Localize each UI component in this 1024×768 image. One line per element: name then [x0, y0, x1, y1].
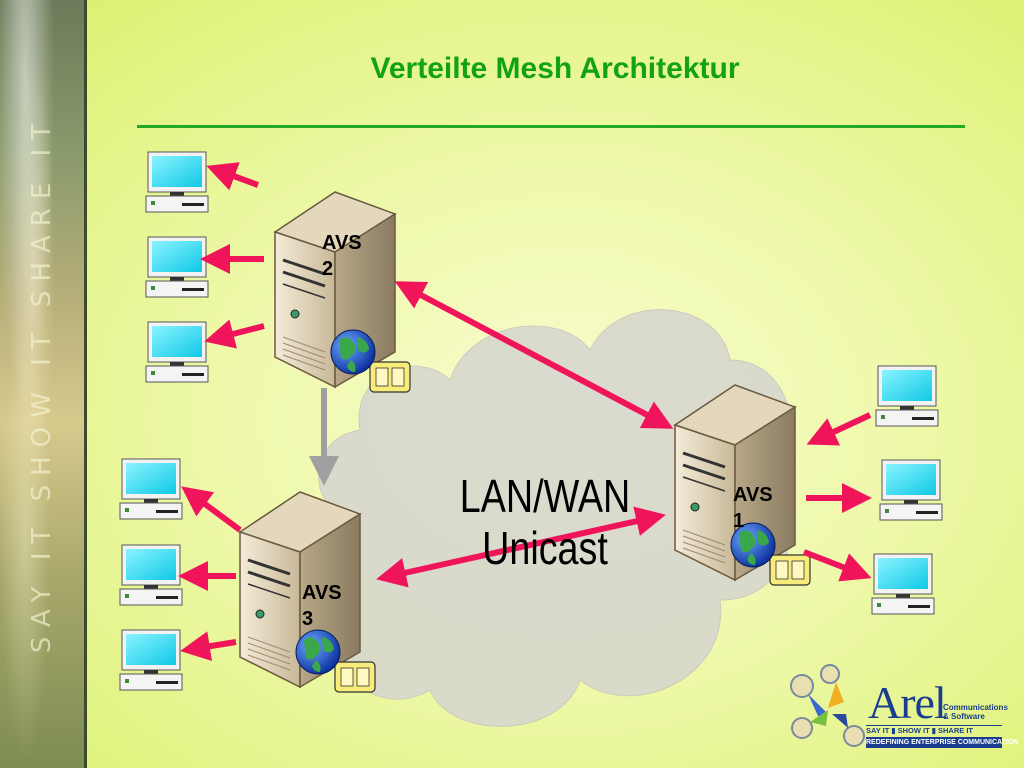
logo-tagline: REDEFINING ENTERPRISE COMMUNICATION — [866, 737, 1019, 748]
stream-arrows — [178, 162, 872, 662]
server-label-avs3: AVS 3 — [302, 580, 342, 632]
server-avs2-icon — [273, 190, 412, 394]
server-label-number: 3 — [302, 608, 314, 630]
workstation-icon — [145, 151, 209, 213]
cloud-label: LAN/WAN Unicast — [451, 470, 640, 574]
server-label-text: AVS — [733, 484, 773, 506]
cloud-label-line2: Unicast — [482, 522, 608, 574]
server-label-avs2: AVS 2 — [322, 230, 362, 282]
server-label-number: 2 — [322, 258, 334, 280]
logo-subtitle: Communications — [943, 703, 1008, 712]
title-divider — [137, 125, 965, 128]
slide-title: Verteilte Mesh Architektur — [370, 52, 740, 85]
workstation-icon — [119, 629, 183, 691]
workstation-icon — [879, 459, 943, 521]
logo-subtitle: & Software — [943, 712, 985, 721]
workstation-icon — [119, 458, 183, 520]
sidebar-photo — [0, 0, 84, 768]
server-label-text: AVS — [302, 582, 342, 604]
cloud-label-line1: LAN/WAN — [459, 470, 631, 522]
server-label-number: 1 — [733, 510, 745, 532]
server-label-avs1: AVS 1 — [733, 482, 773, 534]
workstation-icon — [119, 544, 183, 606]
arel-logo-mark — [790, 664, 865, 747]
workstation-icon — [145, 321, 209, 383]
logo-name: Arel — [868, 677, 947, 728]
workstation-icon — [145, 236, 209, 298]
workstation-icon — [875, 365, 939, 427]
sidebar-photo-strip: SAY IT SHOW IT SHARE IT — [0, 0, 87, 768]
workstation-icon — [871, 553, 935, 615]
logo-slogan: SAY IT ▮ SHOW IT ▮ SHARE IT — [866, 725, 1002, 737]
server-label-text: AVS — [322, 232, 362, 254]
